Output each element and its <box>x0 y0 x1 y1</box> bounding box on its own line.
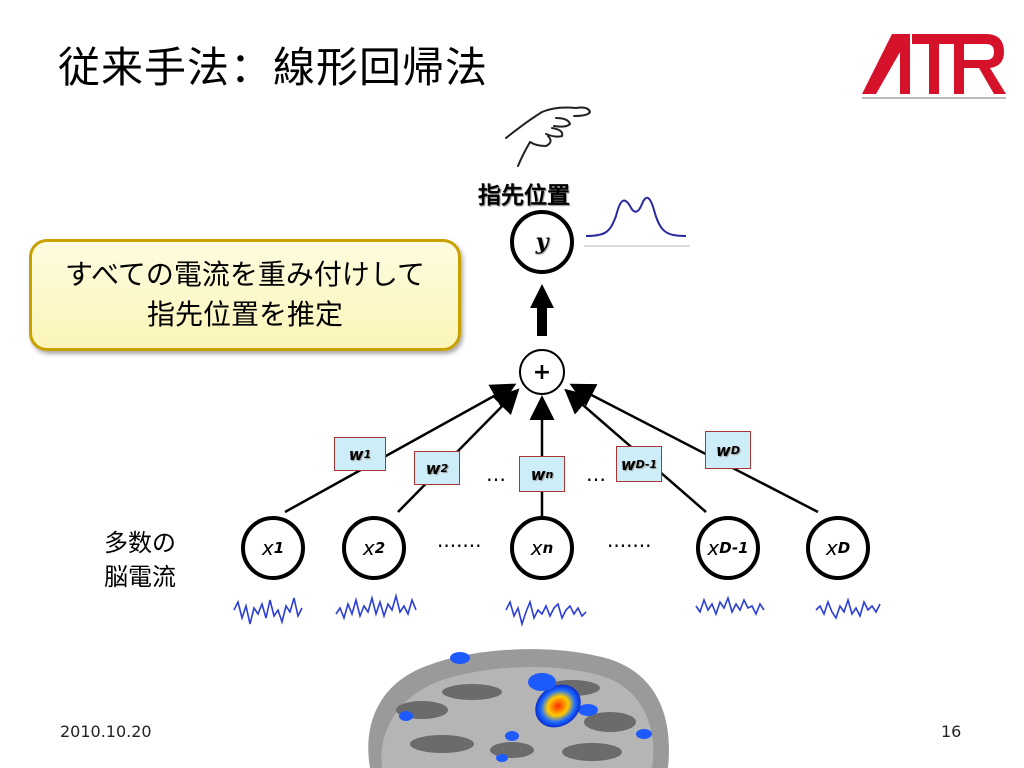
signal-1 <box>233 597 303 625</box>
input-label: 多数の 脳電流 <box>104 529 176 591</box>
sum-to-output-arrow-shaft <box>537 306 547 336</box>
sum-symbol: + <box>532 359 552 385</box>
signal-2 <box>335 592 417 621</box>
slide-title: 従来手法：線形回帰法 <box>58 43 489 92</box>
signal-n <box>505 599 587 627</box>
callout-line-1: すべての電流を重み付けして <box>64 258 426 291</box>
fingertip-position-label: 指先位置 <box>478 183 570 209</box>
callout-line-2: 指先位置を推定 <box>146 298 343 331</box>
slide-page-number: 16 <box>941 722 962 741</box>
signal-d <box>815 597 881 620</box>
atr-logo <box>862 34 1006 99</box>
output-symbol: y <box>535 229 549 255</box>
signal-d-1 <box>695 595 765 617</box>
output-node-y: y <box>510 210 574 274</box>
weight-ellipsis-right: … <box>586 462 606 486</box>
pointing-hand-icon <box>505 106 592 167</box>
slide-date: 2010.10.20 <box>60 722 152 741</box>
weight-line-1 <box>284 383 517 514</box>
brain-signal-waveforms <box>233 592 881 627</box>
sum-to-output-arrow-head <box>530 284 554 308</box>
explanation-callout: すべての電流を重み付けして 指先位置を推定 <box>29 239 461 351</box>
input-ellipsis-left: ······· <box>437 534 482 558</box>
weight-ellipsis-left: … <box>486 462 506 486</box>
bell-curve-icon <box>584 196 690 247</box>
weight-line-d <box>569 383 819 514</box>
sum-node: + <box>519 349 565 395</box>
input-ellipsis-right: ······· <box>607 534 652 558</box>
brain-surface-icon <box>368 649 669 768</box>
